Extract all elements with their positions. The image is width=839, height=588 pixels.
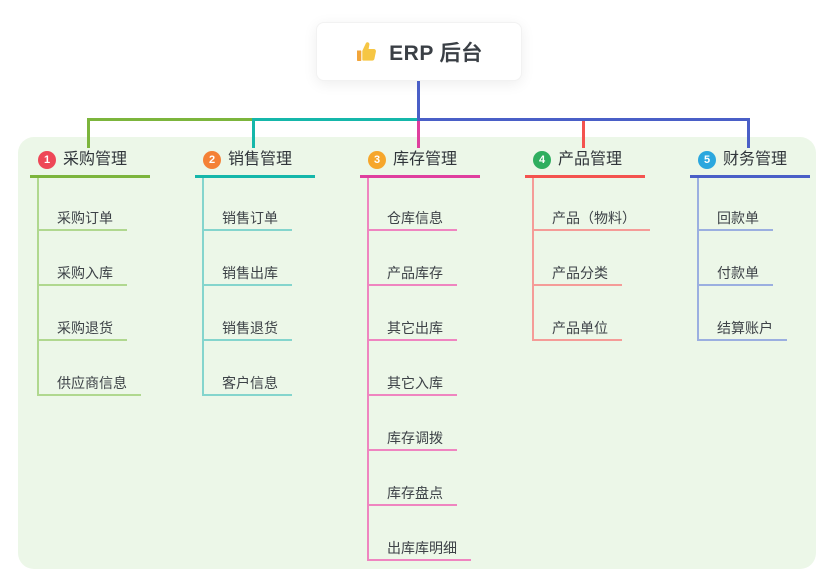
child-node[interactable]: 回款单 bbox=[697, 207, 773, 231]
child-node-label: 产品分类 bbox=[552, 265, 608, 281]
child-node[interactable]: 供应商信息 bbox=[37, 372, 141, 396]
child-node-label: 产品单位 bbox=[552, 320, 608, 336]
root-connector-line bbox=[417, 81, 420, 121]
child-node-label: 库存调拨 bbox=[387, 430, 443, 446]
child-node-label: 采购订单 bbox=[57, 210, 113, 226]
branch-label: 采购管理 bbox=[63, 151, 128, 168]
child-node-label: 产品库存 bbox=[387, 265, 443, 281]
child-node[interactable]: 结算账户 bbox=[697, 317, 787, 341]
child-node[interactable]: 销售出库 bbox=[202, 262, 292, 286]
child-node[interactable]: 产品分类 bbox=[532, 262, 622, 286]
branch-drop-line bbox=[417, 112, 420, 148]
branch-header[interactable]: 1 采购管理 bbox=[30, 145, 150, 178]
root-label: ERP 后台 bbox=[389, 41, 483, 65]
branch: 3 库存管理 仓库信息 产品库存 其它出库 其它入库 库存调拨 库存盘点 出库库… bbox=[360, 145, 500, 561]
child-node-label: 仓库信息 bbox=[387, 210, 443, 226]
child-node-label: 供应商信息 bbox=[57, 375, 127, 391]
child-node-label: 销售订单 bbox=[222, 210, 278, 226]
branch-children-connector-line bbox=[37, 178, 39, 396]
branch-drop-line bbox=[747, 118, 750, 148]
branch-children-connector-line bbox=[697, 178, 699, 341]
branch-children-connector-line bbox=[532, 178, 534, 341]
branch-label: 销售管理 bbox=[228, 151, 293, 168]
branch-header[interactable]: 5 财务管理 bbox=[690, 145, 810, 178]
child-node[interactable]: 付款单 bbox=[697, 262, 773, 286]
child-node[interactable]: 采购订单 bbox=[37, 207, 127, 231]
branch-number-badge: 3 bbox=[368, 151, 386, 169]
child-node-label: 产品（物料） bbox=[552, 210, 636, 226]
branch-header[interactable]: 3 库存管理 bbox=[360, 145, 480, 178]
child-node-label: 出库库明细 bbox=[387, 540, 457, 556]
branch-number-badge: 1 bbox=[38, 151, 56, 169]
branch-drop-line bbox=[252, 118, 255, 148]
branch-number-badge: 4 bbox=[533, 151, 551, 169]
root-node[interactable]: ERP 后台 bbox=[316, 22, 522, 81]
child-node[interactable]: 仓库信息 bbox=[367, 207, 457, 231]
branch-drop-line bbox=[87, 118, 90, 148]
child-node[interactable]: 产品单位 bbox=[532, 317, 622, 341]
branch: 1 采购管理 采购订单 采购入库 采购退货 供应商信息 bbox=[30, 145, 170, 396]
child-node-label: 回款单 bbox=[717, 210, 759, 226]
child-node[interactable]: 客户信息 bbox=[202, 372, 292, 396]
child-node[interactable]: 产品库存 bbox=[367, 262, 457, 286]
child-node-label: 销售出库 bbox=[222, 265, 278, 281]
branch: 5 财务管理 回款单 付款单 结算账户 bbox=[690, 145, 830, 341]
branch: 2 销售管理 销售订单 销售出库 销售退货 客户信息 bbox=[195, 145, 335, 396]
branch-drop-line bbox=[582, 118, 585, 148]
branch-number-badge: 2 bbox=[203, 151, 221, 169]
child-node[interactable]: 库存盘点 bbox=[367, 482, 457, 506]
child-node-label: 其它出库 bbox=[387, 320, 443, 336]
child-node[interactable]: 产品（物料） bbox=[532, 207, 650, 231]
branch-header[interactable]: 2 销售管理 bbox=[195, 145, 315, 178]
child-node-label: 付款单 bbox=[717, 265, 759, 281]
branch-number-badge: 5 bbox=[698, 151, 716, 169]
branch: 4 产品管理 产品（物料） 产品分类 产品单位 bbox=[525, 145, 665, 341]
branch-header[interactable]: 4 产品管理 bbox=[525, 145, 645, 178]
child-node-label: 销售退货 bbox=[222, 320, 278, 336]
bus-segment-mid bbox=[252, 118, 417, 121]
child-node[interactable]: 出库库明细 bbox=[367, 537, 471, 561]
child-node[interactable]: 采购入库 bbox=[37, 262, 127, 286]
child-node[interactable]: 其它出库 bbox=[367, 317, 457, 341]
child-node[interactable]: 销售订单 bbox=[202, 207, 292, 231]
child-node-label: 库存盘点 bbox=[387, 485, 443, 501]
child-node[interactable]: 库存调拨 bbox=[367, 427, 457, 451]
child-node-label: 采购退货 bbox=[57, 320, 113, 336]
branch-children-connector-line bbox=[202, 178, 204, 396]
branch-label: 财务管理 bbox=[723, 151, 788, 168]
branch-label: 库存管理 bbox=[393, 151, 458, 168]
bus-segment-left bbox=[87, 118, 252, 121]
child-node[interactable]: 销售退货 bbox=[202, 317, 292, 341]
child-node-label: 结算账户 bbox=[717, 320, 773, 336]
child-node-label: 客户信息 bbox=[222, 375, 278, 391]
bus-segment-right bbox=[417, 118, 749, 121]
child-node[interactable]: 采购退货 bbox=[37, 317, 127, 341]
child-node-label: 其它入库 bbox=[387, 375, 443, 391]
branches-panel bbox=[18, 137, 816, 569]
thumbs-up-icon bbox=[355, 40, 379, 64]
branch-children-connector-line bbox=[367, 178, 369, 561]
child-node[interactable]: 其它入库 bbox=[367, 372, 457, 396]
child-node-label: 采购入库 bbox=[57, 265, 113, 281]
branch-label: 产品管理 bbox=[558, 151, 623, 168]
